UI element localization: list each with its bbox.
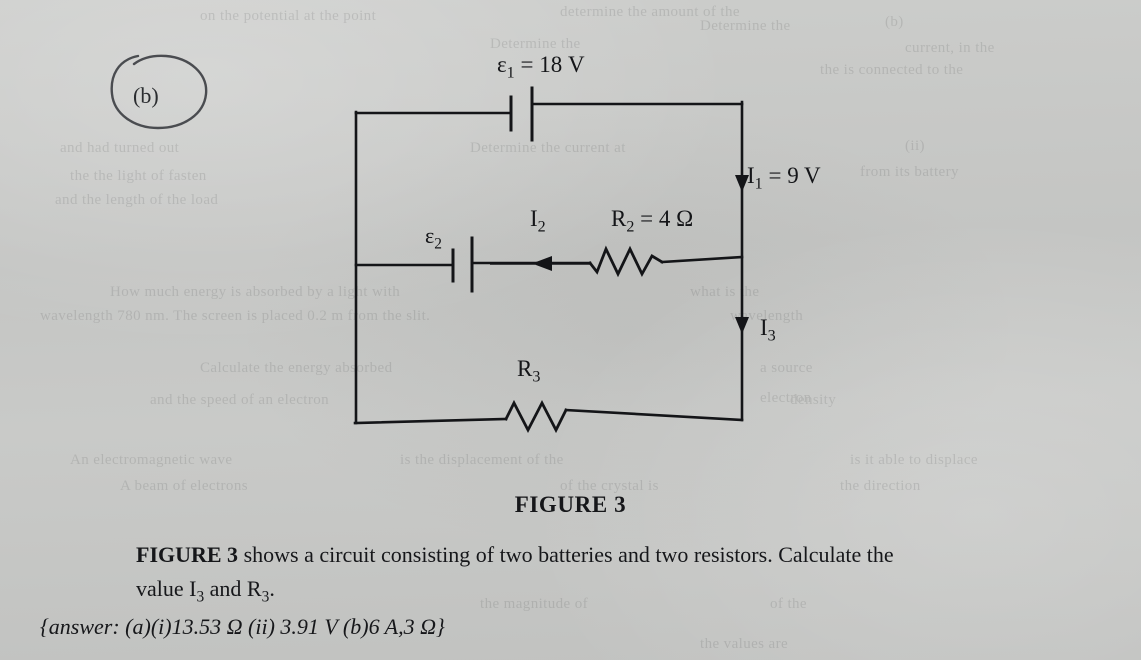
I3-arrowhead-icon <box>735 317 749 334</box>
label-resistor2: R2 = 4 Ω <box>611 206 694 235</box>
label-current3: I3 <box>760 315 776 344</box>
wire-middle-right <box>660 255 744 264</box>
current1-value: = 9 V <box>768 163 821 188</box>
emf1-subscript: 1 <box>506 64 515 82</box>
bleed-through-text: the values are <box>700 636 789 652</box>
body-line2-pre: value I <box>136 576 197 601</box>
label-current2: I2 <box>530 206 546 235</box>
resistor2-value: = 4 Ω <box>640 206 694 231</box>
body-line2-mid: and R <box>204 576 262 601</box>
wire-bottom-left <box>353 417 508 425</box>
resistor3-text: R <box>517 356 533 381</box>
hand-drawn-ellipse-icon <box>110 54 208 130</box>
current3-subscript: 3 <box>767 327 776 345</box>
resistor2-subscript: 2 <box>626 218 635 236</box>
answer-key-line: {answer: (a)(i)13.53 Ω (ii) 3.91 V (b)6 … <box>40 614 445 639</box>
emf2-subscript: 2 <box>434 235 442 253</box>
label-emf1: ε1 = 18 V <box>497 52 585 81</box>
current2-subscript: 2 <box>537 218 546 236</box>
body-line2-sub1: 3 <box>196 588 205 606</box>
resistor2-text: R <box>611 206 627 231</box>
I2-arrowhead-icon <box>532 256 552 271</box>
figure-caption: FIGURE 3 <box>514 492 627 517</box>
part-label-b: (b) <box>133 83 159 108</box>
current1-subscript: 1 <box>754 175 763 193</box>
label-resistor3: R3 <box>517 356 540 385</box>
current2-text: I <box>530 206 538 231</box>
resistor3-subscript: 3 <box>532 368 541 386</box>
emf1-text: ε <box>497 52 507 77</box>
current3-text: I <box>760 315 768 340</box>
body-line2-end: . <box>269 576 275 601</box>
label-emf2: ε2 <box>425 223 442 253</box>
emf1-value: = 18 V <box>520 52 585 77</box>
label-current1: I1 = 9 V <box>747 163 821 192</box>
resistor-R3-zigzag <box>504 399 568 434</box>
resistor-R2-zigzag <box>588 245 664 278</box>
handwritten-part-b-circle: (b) <box>108 48 228 138</box>
emf2-text: ε <box>425 223 435 248</box>
body-line2-sub2: 3 <box>261 588 270 606</box>
body-line1-rest: shows a circuit consisting of two batter… <box>238 542 894 567</box>
current1-text: I <box>747 163 755 188</box>
question-body-text: FIGURE 3 shows a circuit consisting of t… <box>136 538 1076 606</box>
body-lead-bold: FIGURE 3 <box>136 542 239 567</box>
circuit-diagram <box>353 86 749 434</box>
wire-bottom-right <box>564 408 744 422</box>
I1-arrowhead-icon <box>735 175 749 192</box>
